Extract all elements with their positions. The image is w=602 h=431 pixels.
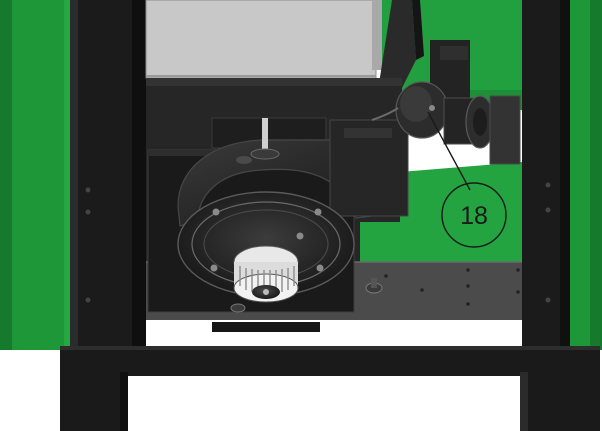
fittings <box>230 118 383 313</box>
motor-cap <box>233 245 299 303</box>
cylindrical-component <box>371 81 521 165</box>
feed-auger-tube <box>378 0 470 100</box>
fan-motor-disc <box>177 191 355 297</box>
fan-volute-housing <box>177 119 409 227</box>
base-frame <box>60 346 600 431</box>
callout-leader-line <box>427 111 471 191</box>
callout-circle <box>441 182 507 248</box>
frame-post-right <box>522 0 570 352</box>
upper-grey-panel <box>145 0 382 79</box>
casing-left-green <box>0 0 78 350</box>
frame-post-left <box>70 0 146 352</box>
bottom-access-plate <box>212 322 320 332</box>
callout-number: 18 <box>460 202 488 230</box>
callout-18: 18 <box>427 111 507 248</box>
